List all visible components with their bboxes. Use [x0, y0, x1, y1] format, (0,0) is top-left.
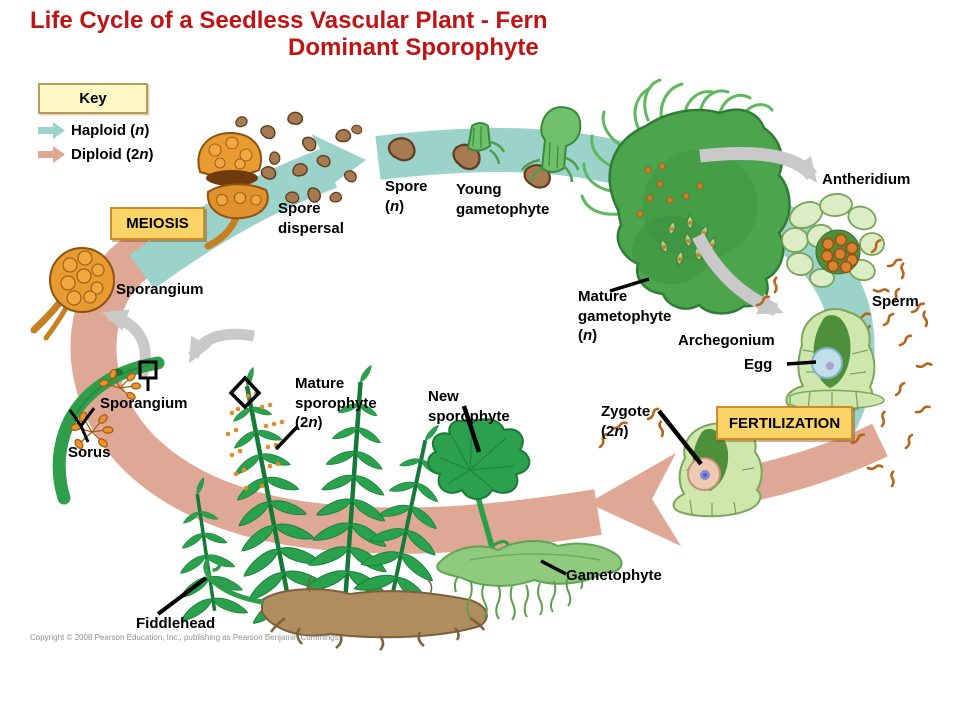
key-heading: Key: [79, 90, 107, 107]
label-egg: Egg: [744, 356, 773, 373]
legend-diploid: Diploid (2n): [38, 145, 154, 163]
sorus-bracket: [68, 407, 96, 443]
label-fiddlehead: Fiddlehead: [136, 615, 216, 632]
gametophyte-to-archegonium-arrow: [692, 233, 784, 317]
label-antheridium: Antheridium: [822, 171, 911, 188]
sporangium-closed-illustration: [30, 247, 115, 341]
label-mature-sporophyte: Mature sporophyte (2n): [295, 375, 377, 431]
archegonium-illustration: [785, 308, 885, 415]
title-line-2: Dominant Sporophyte: [288, 33, 539, 61]
legend-diploid-label: Diploid (2n): [71, 145, 154, 163]
mature-sporophyte-illustration: [177, 363, 488, 651]
label-spore-dispersal: Spore dispersal: [278, 200, 344, 237]
young-gametophyte-illustration: [448, 106, 582, 191]
label-sporangium-bottom: Sporangium: [100, 395, 188, 412]
label-new-sporophyte: New sporophyte: [428, 388, 510, 425]
sporangium-cluster: [70, 411, 114, 450]
meiosis-box: MEIOSIS: [110, 207, 205, 240]
diploid-arrow-icon: [38, 145, 65, 163]
fertilization-label: FERTILIZATION: [728, 414, 841, 432]
legend-haploid-label: Haploid (n): [71, 121, 150, 139]
fiddlehead-illustration: [203, 555, 265, 605]
zygote-illustration: [672, 422, 763, 518]
antheridium-illustration: [781, 193, 885, 288]
sporangium-open-illustration: [197, 131, 269, 250]
label-mature-gametophyte: Mature gametophyte (n): [578, 288, 672, 344]
label-young-gametophyte: Young gametophyte: [456, 181, 550, 218]
label-sorus: Sorus: [68, 444, 111, 461]
haploid-arrow-icon: [38, 121, 65, 139]
label-gametophyte: Gametophyte: [566, 567, 662, 584]
gametophyte-bottom-illustration: [436, 540, 623, 621]
fertilization-box: FERTILIZATION: [716, 406, 853, 440]
legend-haploid: Haploid (n): [38, 121, 149, 139]
mature-gametophyte-illustration: [580, 78, 791, 315]
rhizome: [261, 575, 488, 651]
sori-dots: [225, 391, 285, 491]
label-sporangium-top: Sporangium: [116, 281, 204, 298]
label-archegonium: Archegonium: [678, 332, 775, 349]
sorus-leaf-illustration: [52, 356, 165, 505]
label-sperm: Sperm: [872, 293, 919, 310]
meiosis-label: MEIOSIS: [126, 215, 189, 232]
title-line-1: Life Cycle of a Seedless Vascular Plant …: [30, 7, 548, 34]
pointer-lines: [156, 277, 817, 616]
key-box: Key: [38, 83, 148, 114]
copyright-notice: Copyright © 2008 Pearson Education, Inc.…: [30, 633, 341, 642]
label-spore: Spore (n): [385, 178, 428, 215]
sporangium-cluster: [98, 368, 142, 401]
label-zygote: Zygote (2n): [601, 403, 651, 440]
frond-section-marker: [228, 375, 262, 410]
gametophyte-to-antheridium-arrow: [699, 147, 818, 183]
page-title: Life Cycle of a Seedless Vascular Plant …: [30, 7, 548, 62]
